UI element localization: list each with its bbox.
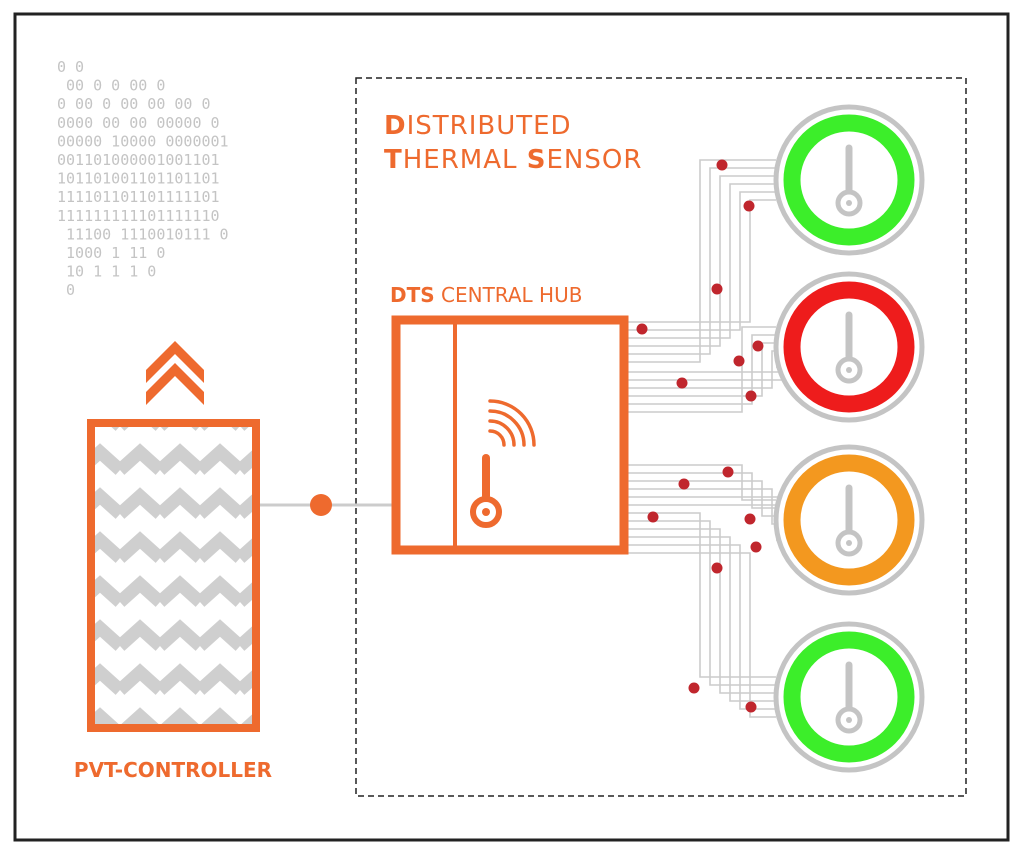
binary-row: 0 00 0 00 00 00 0 (57, 95, 211, 113)
dts-central-hub (391, 315, 629, 555)
sensor-1 (773, 104, 925, 256)
sensor-2 (773, 271, 925, 423)
wire-node (647, 511, 659, 523)
wire (628, 167, 776, 355)
thermometer-icon (835, 144, 863, 217)
wire (628, 520, 776, 686)
wire (628, 528, 776, 694)
wire-node (745, 390, 757, 402)
wire (628, 159, 776, 363)
binary-row: 111101101101111101 (57, 188, 220, 206)
wire-node (750, 541, 762, 553)
wire-node (722, 466, 734, 478)
wireless-thermometer-icon (470, 399, 536, 528)
controller-label: PVT-CONTROLLER (74, 758, 272, 782)
wire (628, 342, 776, 397)
wire (628, 183, 776, 339)
binary-row: 111111111101111110 (57, 207, 220, 225)
wire (628, 472, 776, 509)
wire (628, 191, 776, 331)
thermometer-icon (835, 484, 863, 557)
wire-node (752, 340, 764, 352)
binary-row: 11100 1110010111 0 (57, 225, 229, 243)
wire-node (733, 355, 745, 367)
wire (628, 544, 776, 710)
thermometer-icon (835, 661, 863, 734)
wire (628, 552, 776, 718)
wire-node (744, 513, 756, 525)
sensor-wiring (628, 159, 793, 718)
diagram-title-line2: THERMAL SENSOR (384, 145, 642, 175)
wire (628, 326, 776, 413)
wire-node (711, 562, 723, 574)
binary-row: 101101001101101101 (57, 170, 220, 188)
wire-node (716, 159, 728, 171)
wire-node (636, 323, 648, 335)
controller-hub-link (258, 494, 392, 516)
wire (628, 334, 776, 405)
binary-row: 001101000001001101 (57, 151, 220, 169)
link-node (310, 494, 332, 516)
binary-row: 0 (57, 281, 75, 299)
thermometer-icon (835, 311, 863, 384)
wire-node (678, 478, 690, 490)
wire (628, 536, 776, 702)
wire (628, 366, 793, 373)
wire (628, 350, 776, 389)
binary-row: 00000 10000 0000001 (57, 132, 229, 150)
wire-node (743, 200, 755, 212)
binary-row: 10 1 1 1 0 (57, 263, 156, 281)
hub-label: DTS CENTRAL HUB (390, 283, 582, 307)
binary-row: 00 0 0 00 0 (57, 77, 165, 95)
double-chevron-up-icon (146, 341, 204, 405)
wire (628, 199, 776, 323)
wire (628, 512, 776, 678)
outer-frame (13, 12, 1010, 842)
sensor-3 (773, 444, 925, 596)
pvt-controller (87, 419, 260, 732)
wire-node (711, 283, 723, 295)
sensor-array (773, 104, 925, 773)
sensor-4 (773, 621, 925, 773)
wire (628, 480, 776, 517)
binary-row: 0000 00 00 00000 0 (57, 114, 220, 132)
wire (628, 464, 776, 501)
wire-node (745, 701, 757, 713)
diagram-title: DISTRIBUTED (384, 111, 572, 141)
wire (628, 175, 776, 347)
dts-region (355, 77, 967, 797)
wire-node (688, 682, 700, 694)
wire-node (676, 377, 688, 389)
binary-row: 1000 1 11 0 (57, 244, 165, 262)
binary-row: 0 0 (57, 58, 84, 76)
